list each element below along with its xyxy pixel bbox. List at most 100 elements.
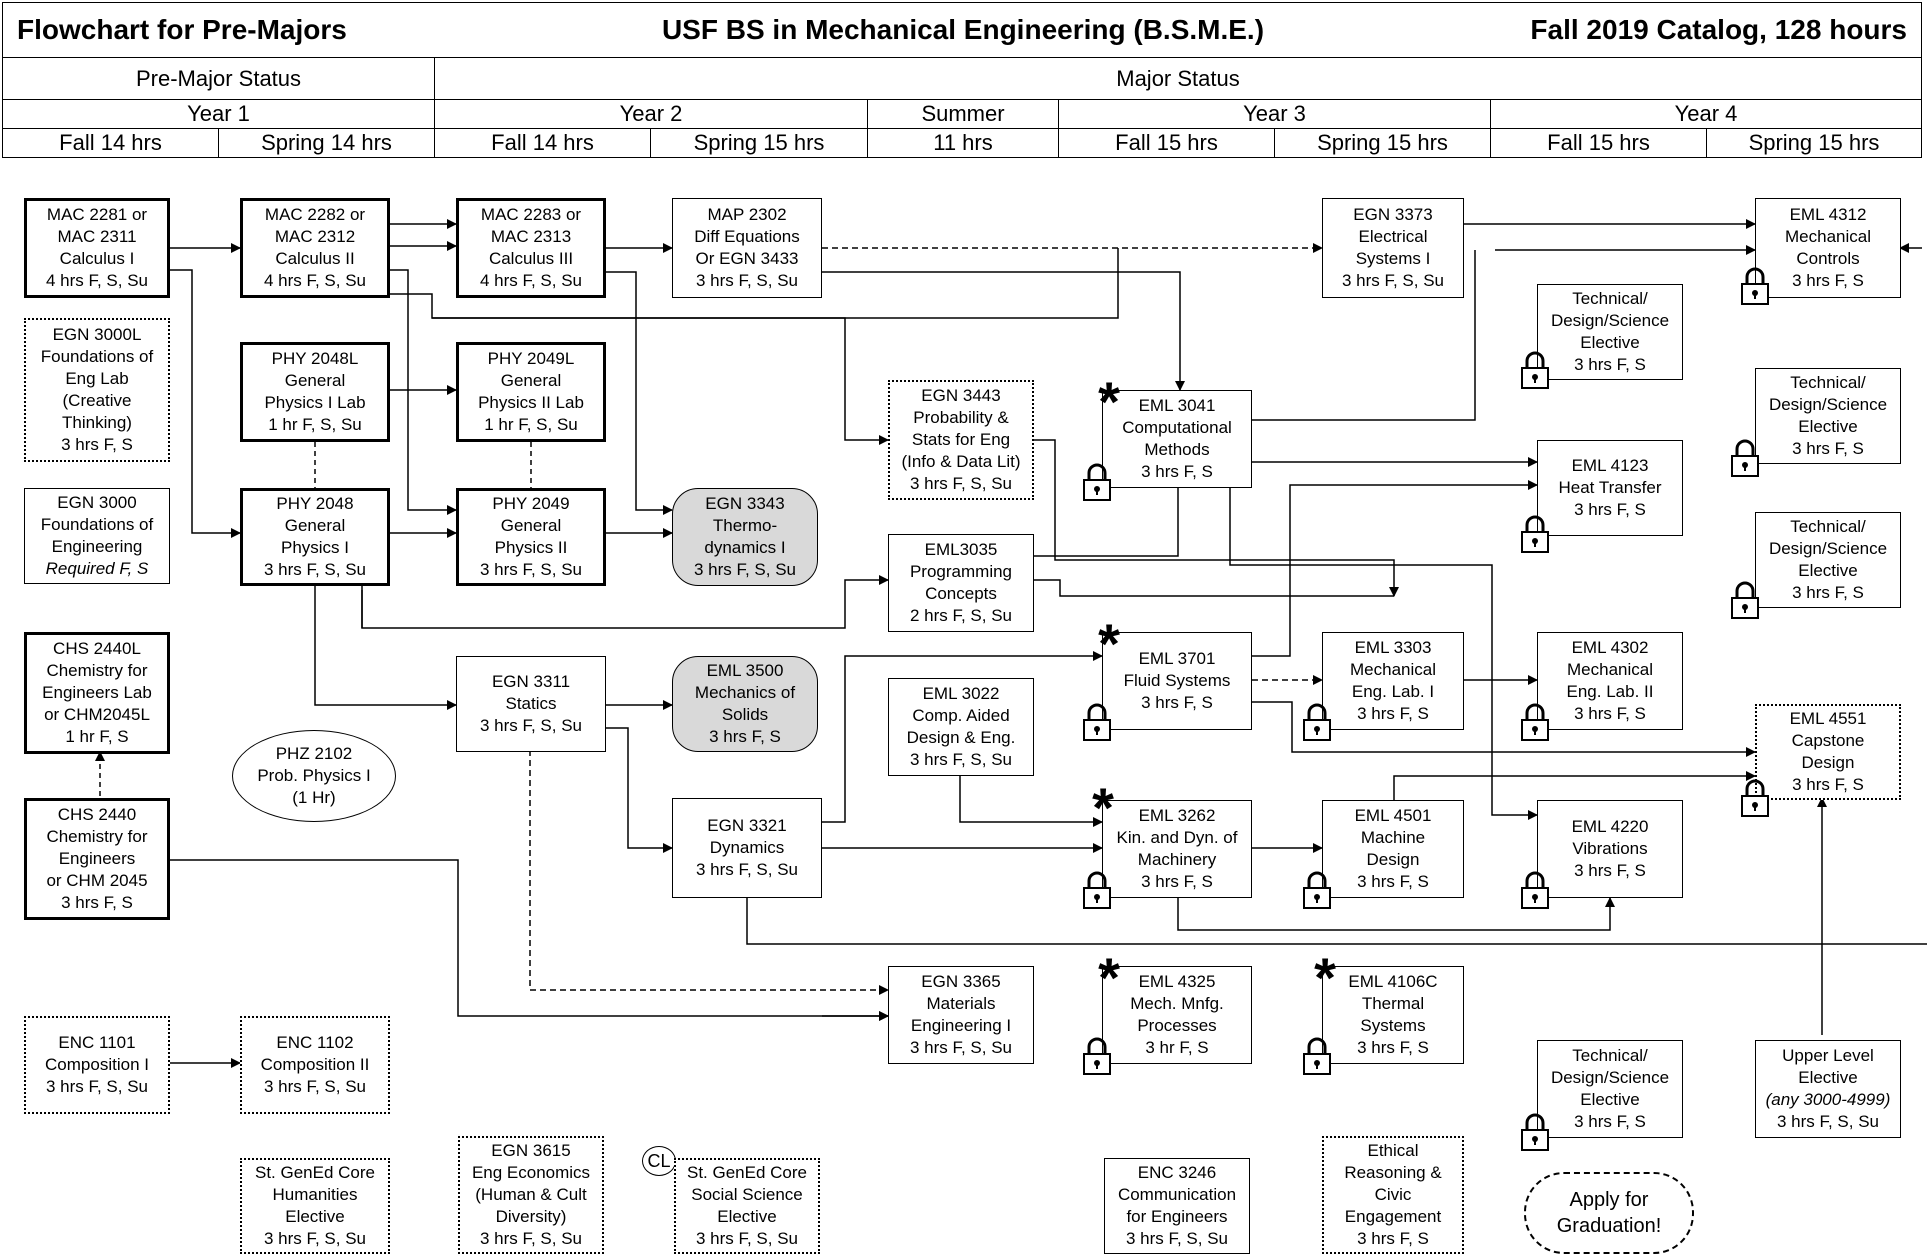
- course-line: Prob. Physics I: [257, 766, 371, 785]
- course-line: CHS 2440L: [53, 639, 141, 658]
- course-line: EGN 3000: [57, 493, 137, 512]
- course-line: PHY 2048L: [271, 349, 359, 368]
- course-eml3500[interactable]: EML 3500 Mechanics of Solids 3 hrs F, S: [672, 656, 818, 752]
- course-eml4312[interactable]: EML 4312 Mechanical Controls 3 hrs F, S: [1755, 198, 1901, 298]
- course-line: Mechanics of: [694, 683, 796, 702]
- course-line: MAP 2302: [707, 205, 787, 224]
- major-course-star-icon: *: [1314, 946, 1336, 1009]
- course-egn3615[interactable]: EGN 3615 Eng Economics (Human & Cult Div…: [458, 1136, 604, 1254]
- course-line: Chemistry for: [46, 661, 148, 680]
- course-line: Methods: [1144, 440, 1210, 459]
- year-1: Year 1: [3, 100, 435, 128]
- course-eml3041[interactable]: EML 3041 Computational Methods 3 hrs F, …: [1102, 390, 1252, 488]
- course-tech-elective-3[interactable]: Technical/ Design/Science Elective 3 hrs…: [1755, 368, 1901, 464]
- course-egn3000[interactable]: EGN 3000 Foundations of Engineering Requ…: [24, 488, 170, 584]
- course-eml4123[interactable]: EML 4123 Heat Transfer 3 hrs F, S: [1537, 440, 1683, 536]
- course-phz2102[interactable]: PHZ 2102 Prob. Physics I (1 Hr): [232, 730, 396, 822]
- course-eml3701[interactable]: EML 3701 Fluid Systems 3 hrs F, S: [1102, 632, 1252, 730]
- course-line: EML 3022: [922, 684, 1000, 703]
- course-line: 3 hrs F, S, Su: [479, 716, 583, 735]
- course-eml3022[interactable]: EML 3022 Comp. Aided Design & Eng. 3 hrs…: [888, 678, 1034, 776]
- course-social-science-elective[interactable]: St. GenEd Core Social Science Elective 3…: [674, 1158, 820, 1254]
- course-mac2282[interactable]: MAC 2282 or MAC 2312 Calculus II 4 hrs F…: [240, 198, 390, 298]
- cl-badge: CL: [642, 1146, 676, 1176]
- course-eml4220[interactable]: EML 4220 Vibrations 3 hrs F, S: [1537, 800, 1683, 898]
- term-y3-spring: Spring 15 hrs: [1275, 129, 1491, 157]
- course-enc1101[interactable]: ENC 1101 Composition I 3 hrs F, S, Su: [24, 1016, 170, 1114]
- course-eml3303[interactable]: EML 3303 Mechanical Eng. Lab. I 3 hrs F,…: [1322, 632, 1464, 730]
- course-line: ENC 1101: [58, 1033, 136, 1052]
- course-phy2049[interactable]: PHY 2049 General Physics II 3 hrs F, S, …: [456, 488, 606, 586]
- course-line: EML 4312: [1789, 205, 1867, 224]
- course-eml4325[interactable]: EML 4325 Mech. Mnfg. Processes 3 hr F, S: [1102, 966, 1252, 1064]
- course-line: 3 hrs F, S, Su: [263, 560, 367, 579]
- course-line: EML 4220: [1571, 817, 1649, 836]
- major-course-star-icon: *: [1092, 776, 1114, 839]
- header-right-title: Fall 2019 Catalog, 128 hours: [1530, 14, 1907, 45]
- course-eml4551[interactable]: EML 4551 Capstone Design 3 hrs F, S: [1755, 704, 1901, 800]
- course-chs2440[interactable]: CHS 2440 Chemistry for Engineers or CHM …: [24, 798, 170, 920]
- course-egn3365[interactable]: EGN 3365 Materials Engineering I 3 hrs F…: [888, 966, 1034, 1064]
- course-line: General: [284, 516, 346, 535]
- course-line: EML3035: [924, 540, 998, 559]
- course-egn3373[interactable]: EGN 3373 Electrical Systems I 3 hrs F, S…: [1322, 198, 1464, 298]
- course-line: 3 hrs F, S, Su: [693, 560, 797, 579]
- course-mac2281[interactable]: MAC 2281 or MAC 2311 Calculus I 4 hrs F,…: [24, 198, 170, 298]
- course-line: 3 hrs F, S, Su: [479, 1229, 583, 1248]
- course-egn3311[interactable]: EGN 3311 Statics 3 hrs F, S, Su: [456, 656, 606, 752]
- course-line: 3 hrs F, S: [1141, 693, 1213, 712]
- course-line: EML 3262: [1138, 806, 1216, 825]
- term-row: Fall 14 hrs Spring 14 hrs Fall 14 hrs Sp…: [3, 129, 1921, 157]
- course-line: (1 Hr): [292, 788, 336, 807]
- course-line: MAC 2311: [57, 227, 137, 246]
- course-line: 3 hrs F, S: [1574, 1112, 1646, 1131]
- course-line: (any 3000-4999): [1765, 1090, 1891, 1109]
- course-line: Calculus II: [275, 249, 355, 268]
- course-phy2048l[interactable]: PHY 2048L General Physics I Lab 1 hr F, …: [240, 342, 390, 442]
- course-enc1102[interactable]: ENC 1102 Composition II 3 hrs F, S, Su: [240, 1016, 390, 1114]
- lock-icon: [1731, 581, 1759, 619]
- course-line: 3 hrs F, S, Su: [1125, 1229, 1229, 1248]
- course-tech-elective-2[interactable]: Technical/ Design/Science Elective 3 hrs…: [1537, 1040, 1683, 1138]
- course-line: 3 hrs F, S, Su: [909, 474, 1013, 493]
- course-eml4106c[interactable]: EML 4106C Thermal Systems 3 hrs F, S: [1322, 966, 1464, 1064]
- course-line: Solids: [721, 705, 769, 724]
- course-line: Social Science: [691, 1185, 803, 1204]
- course-line: Computational: [1122, 418, 1232, 437]
- course-line: St. GenEd Core: [254, 1163, 375, 1182]
- course-phy2049l[interactable]: PHY 2049L General Physics II Lab 1 hr F,…: [456, 342, 606, 442]
- course-egn3343[interactable]: EGN 3343 Thermo- dynamics I 3 hrs F, S, …: [672, 488, 818, 586]
- term-y1-spring: Spring 14 hrs: [219, 129, 435, 157]
- course-line: General: [500, 371, 562, 390]
- course-line: Technical/: [1572, 1046, 1648, 1065]
- term-y4-fall: Fall 15 hrs: [1491, 129, 1707, 157]
- course-line: Or EGN 3433: [695, 249, 799, 268]
- course-egn3000l[interactable]: EGN 3000L Foundations of Eng Lab (Creati…: [24, 318, 170, 462]
- course-eml3262[interactable]: EML 3262 Kin. and Dyn. of Machinery 3 hr…: [1102, 800, 1252, 898]
- course-eml4302[interactable]: EML 4302 Mechanical Eng. Lab. II 3 hrs F…: [1537, 632, 1683, 730]
- term-y2-spring: Spring 15 hrs: [651, 129, 868, 157]
- course-upper-level-elective[interactable]: Upper Level Elective (any 3000-4999) 3 h…: [1755, 1040, 1901, 1138]
- course-line: EGN 3615: [491, 1141, 571, 1160]
- course-mac2283[interactable]: MAC 2283 or MAC 2313 Calculus III 4 hrs …: [456, 198, 606, 298]
- course-line: EML 3701: [1138, 649, 1216, 668]
- course-tech-elective-4[interactable]: Technical/ Design/Science Elective 3 hrs…: [1755, 512, 1901, 608]
- apply-line: Graduation!: [1556, 1215, 1662, 1237]
- apply-for-graduation[interactable]: Apply for Graduation!: [1524, 1172, 1694, 1254]
- course-phy2048[interactable]: PHY 2048 General Physics I 3 hrs F, S, S…: [240, 488, 390, 586]
- course-eml3035[interactable]: EML3035 Programming Concepts 2 hrs F, S,…: [888, 534, 1034, 632]
- course-ethical-reasoning[interactable]: Ethical Reasoning & Civic Engagement 3 h…: [1322, 1136, 1464, 1254]
- course-line: Upper Level: [1782, 1046, 1874, 1065]
- course-line: Foundations of: [40, 515, 154, 534]
- course-humanities-elective[interactable]: St. GenEd Core Humanities Elective 3 hrs…: [240, 1158, 390, 1254]
- course-line: ENC 1102: [276, 1033, 354, 1052]
- course-tech-elective-1[interactable]: Technical/ Design/Science Elective 3 hrs…: [1537, 284, 1683, 380]
- course-enc3246[interactable]: ENC 3246 Communication for Engineers 3 h…: [1104, 1158, 1250, 1254]
- course-map2302[interactable]: MAP 2302 Diff Equations Or EGN 3433 3 hr…: [672, 198, 822, 298]
- course-chs2440l[interactable]: CHS 2440L Chemistry for Engineers Lab or…: [24, 632, 170, 754]
- course-egn3321[interactable]: EGN 3321 Dynamics 3 hrs F, S, Su: [672, 798, 822, 898]
- course-line: Reasoning &: [1344, 1163, 1442, 1182]
- course-line: 3 hrs F, S: [1141, 462, 1213, 481]
- course-eml4501[interactable]: EML 4501 Machine Design 3 hrs F, S: [1322, 800, 1464, 898]
- course-egn3443[interactable]: EGN 3443 Probability & Stats for Eng (In…: [888, 380, 1034, 500]
